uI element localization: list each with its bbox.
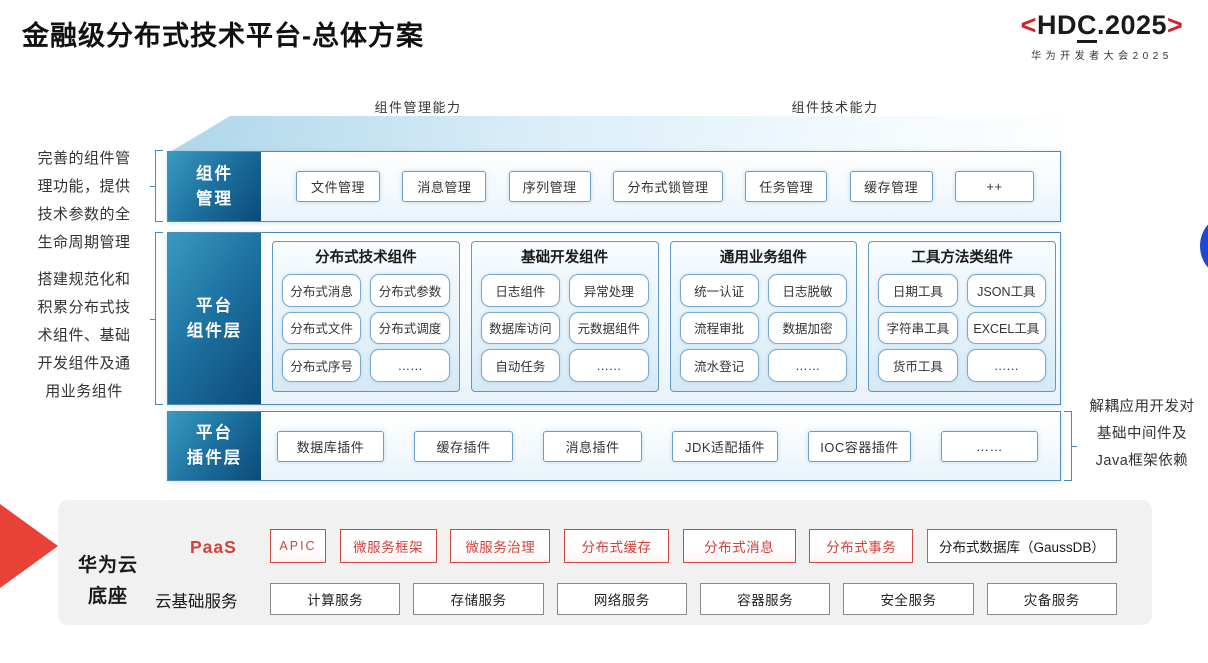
component-box: 分布式消息 (282, 274, 362, 307)
paas-box: 微服务治理 (450, 529, 551, 563)
plugin-box: 数据库插件 (277, 430, 384, 462)
cloud-service-box: 灾备服务 (986, 583, 1117, 615)
component-box: …… (966, 349, 1046, 382)
logo-name-c-underlined: C (1076, 12, 1097, 43)
paas-box: APIC (270, 529, 326, 563)
component-box: …… (370, 349, 450, 382)
component-box: 数据加密 (767, 311, 848, 345)
plugin-items: 数据库插件 缓存插件 消息插件 JDK适配插件 IOC容器插件 …… (261, 412, 1060, 480)
component-box: ++ (954, 171, 1034, 202)
component-box: …… (767, 349, 848, 382)
plugin-box: …… (941, 430, 1038, 462)
cloud-service-box: 容器服务 (699, 583, 831, 615)
paas-box: 分布式事务 (809, 529, 914, 563)
capability-label-technical: 组件技术能力 (791, 100, 879, 115)
component-box: 统一认证 (679, 274, 759, 307)
component-box: 任务管理 (745, 171, 828, 202)
group-title: 分布式技术组件 (315, 250, 417, 266)
paas-box: 微服务框架 (339, 529, 437, 563)
group-title: 基础开发组件 (521, 250, 609, 266)
component-box: 日志脱敏 (767, 274, 848, 307)
component-box: 文件管理 (296, 171, 380, 202)
plugin-box: 缓存插件 (414, 430, 513, 462)
layer-component-management: 组件 管理 文件管理 消息管理 序列管理 分布式锁管理 任务管理 缓存管理 ++ (167, 151, 1061, 222)
component-box: 日志组件 (480, 274, 561, 307)
component-management-items: 文件管理 消息管理 序列管理 分布式锁管理 任务管理 缓存管理 ++ (261, 152, 1060, 221)
hdc-logo: <HDC.2025> 华为开发者大会2025 (996, 10, 1208, 62)
hdc-logo-text: <HDC.2025> (996, 10, 1208, 43)
group-utility: 工具方法类组件 日期工具 JSON工具 字符串工具 EXCEL工具 货币工具 …… (868, 241, 1056, 392)
logo-name-pre: HD (1036, 10, 1077, 40)
component-box: 货币工具 (878, 349, 958, 382)
component-box: 分布式调度 (370, 311, 450, 345)
logo-subtitle: 华为开发者大会2025 (1031, 51, 1173, 62)
component-box: 自动任务 (480, 349, 561, 382)
page-title: 金融级分布式技术平台-总体方案 (22, 21, 424, 51)
component-box: 分布式参数 (370, 274, 450, 307)
layer-platform-plugins: 平台 插件层 数据库插件 缓存插件 消息插件 JDK适配插件 IOC容器插件 …… (167, 411, 1061, 481)
component-box: JSON工具 (966, 274, 1046, 307)
platform-top-face (170, 116, 1063, 152)
blue-circle-decoration (1200, 213, 1208, 279)
cloud-service-box: 存储服务 (413, 583, 544, 615)
component-box: 分布式锁管理 (612, 171, 723, 202)
cloud-service-box: 安全服务 (843, 583, 974, 615)
component-box: 序列管理 (508, 171, 591, 202)
group-base-dev: 基础开发组件 日志组件 异常处理 数据库访问 元数据组件 自动任务 …… (470, 241, 659, 392)
plugin-box: IOC容器插件 (808, 430, 911, 462)
group-common-business: 通用业务组件 统一认证 日志脱敏 流程审批 数据加密 流水登记 …… (669, 241, 858, 392)
logo-left-bracket: < (1020, 10, 1037, 40)
component-box: EXCEL工具 (966, 311, 1046, 345)
cloud-service-box: 计算服务 (270, 583, 401, 615)
note-component-management: 完善的组件管 理功能，提供 技术参数的全 生命周期管理 (37, 150, 131, 251)
capability-label-management: 组件管理能力 (374, 100, 462, 115)
platform-component-groups: 分布式技术组件 分布式消息 分布式参数 分布式文件 分布式调度 分布式序号 ……… (261, 233, 1060, 404)
component-box: …… (569, 349, 649, 382)
plugin-box: 消息插件 (543, 430, 642, 462)
bracket-platform-components (150, 232, 163, 405)
paas-box: 分布式消息 (682, 529, 796, 563)
component-box: 缓存管理 (849, 171, 933, 202)
paas-label: PaaS (190, 537, 237, 557)
foundation-label: 华为云 底座 (77, 555, 138, 607)
red-arrow-icon (0, 504, 58, 588)
component-box: 分布式序号 (282, 349, 362, 382)
component-box: 流程审批 (679, 311, 759, 345)
component-box: 分布式文件 (282, 311, 362, 345)
component-box: 元数据组件 (569, 311, 649, 345)
paas-box: 分布式缓存 (563, 529, 669, 563)
group-title: 通用业务组件 (719, 250, 807, 266)
group-title: 工具方法类组件 (911, 250, 1013, 266)
group-distributed-tech: 分布式技术组件 分布式消息 分布式参数 分布式文件 分布式调度 分布式序号 …… (272, 241, 460, 392)
logo-name-post: .2025 (1096, 10, 1168, 40)
component-box: 消息管理 (402, 171, 487, 202)
component-box: 数据库访问 (480, 311, 561, 345)
bracket-component-mgmt (150, 150, 163, 222)
plugin-box: JDK适配插件 (672, 430, 778, 462)
layer-label-platform-plugins: 平台 插件层 (168, 412, 261, 480)
component-box: 字符串工具 (878, 311, 958, 345)
layer-platform-components: 平台 组件层 分布式技术组件 分布式消息 分布式参数 分布式文件 分布式调度 分… (167, 232, 1061, 405)
layer-label-component-management: 组件 管理 (168, 152, 261, 221)
bracket-platform-plugins (1064, 411, 1077, 481)
paas-services: APIC 微服务框架 微服务治理 分布式缓存 分布式消息 分布式事务 分布式数据… (270, 529, 1117, 563)
note-plugin-layer: 解耦应用开发对 基础中间件及 Java框架依赖 (1089, 399, 1195, 469)
component-box: 异常处理 (569, 274, 649, 307)
layer-label-platform-components: 平台 组件层 (168, 233, 261, 404)
cloud-services: 计算服务 存储服务 网络服务 容器服务 安全服务 灾备服务 (270, 583, 1117, 615)
logo-right-bracket: > (1167, 10, 1184, 40)
cloud-service-box: 网络服务 (556, 583, 687, 615)
gaussdb-box: 分布式数据库（GaussDB） (926, 529, 1117, 563)
note-platform-components: 搭建规范化和 积累分布式技 术组件、基础 开发组件及通 用业务组件 (37, 271, 131, 400)
component-box: 日期工具 (878, 274, 958, 307)
cloud-services-label: 云基础服务 (155, 593, 238, 611)
component-box: 流水登记 (679, 349, 759, 382)
